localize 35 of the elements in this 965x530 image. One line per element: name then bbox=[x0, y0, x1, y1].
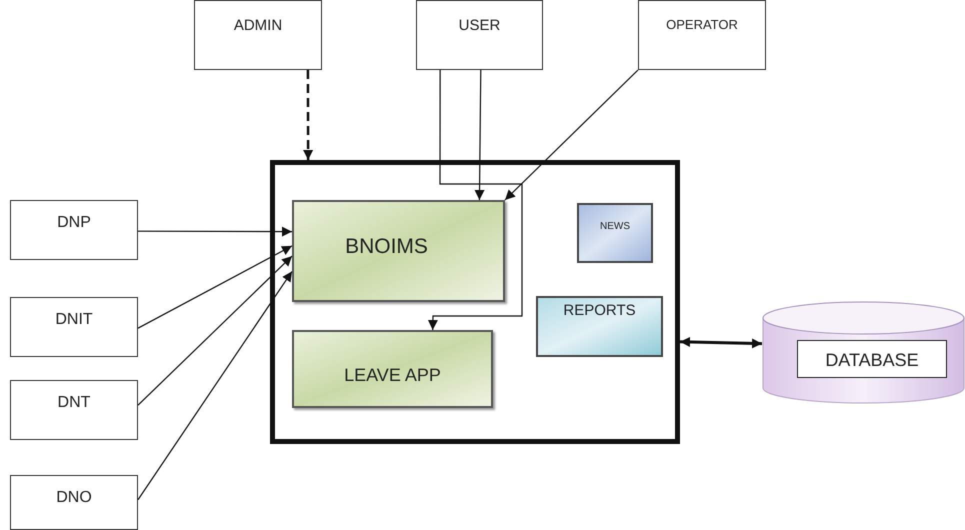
source-box bbox=[10, 297, 138, 357]
node-label: NEWS bbox=[600, 221, 630, 234]
node-label: OPERATOR bbox=[666, 17, 738, 34]
arrow bbox=[303, 70, 314, 160]
arrow bbox=[428, 70, 523, 330]
source-box bbox=[10, 200, 138, 260]
label-box bbox=[797, 340, 947, 378]
module-box bbox=[536, 296, 663, 357]
node-label: USER bbox=[458, 17, 500, 36]
actor-box bbox=[194, 0, 322, 70]
node-label: DATABASE bbox=[825, 349, 919, 372]
node-label: DNP bbox=[57, 213, 91, 233]
node-label: REPORTS bbox=[563, 302, 636, 321]
arrow bbox=[680, 337, 762, 348]
node-label: DNO bbox=[56, 488, 92, 508]
node-label: ADMIN bbox=[234, 17, 282, 36]
node-label: DNIT bbox=[55, 310, 93, 330]
node-label: BNOIMS bbox=[345, 234, 428, 260]
actor-box bbox=[416, 0, 543, 70]
arrow bbox=[474, 70, 485, 200]
source-box bbox=[10, 475, 138, 530]
system-boundary bbox=[270, 160, 680, 444]
module-box bbox=[577, 203, 653, 263]
arrow bbox=[138, 245, 292, 329]
arrow bbox=[504, 70, 638, 200]
module-box bbox=[292, 200, 505, 302]
module-box bbox=[292, 330, 493, 408]
database-cylinder bbox=[762, 300, 965, 404]
arrow bbox=[138, 226, 292, 237]
node-label: DNT bbox=[58, 393, 90, 413]
node-label: LEAVE APP bbox=[344, 364, 441, 386]
source-box bbox=[10, 380, 138, 440]
arrow bbox=[138, 256, 292, 406]
arrow bbox=[138, 271, 292, 500]
actor-box bbox=[638, 0, 766, 70]
